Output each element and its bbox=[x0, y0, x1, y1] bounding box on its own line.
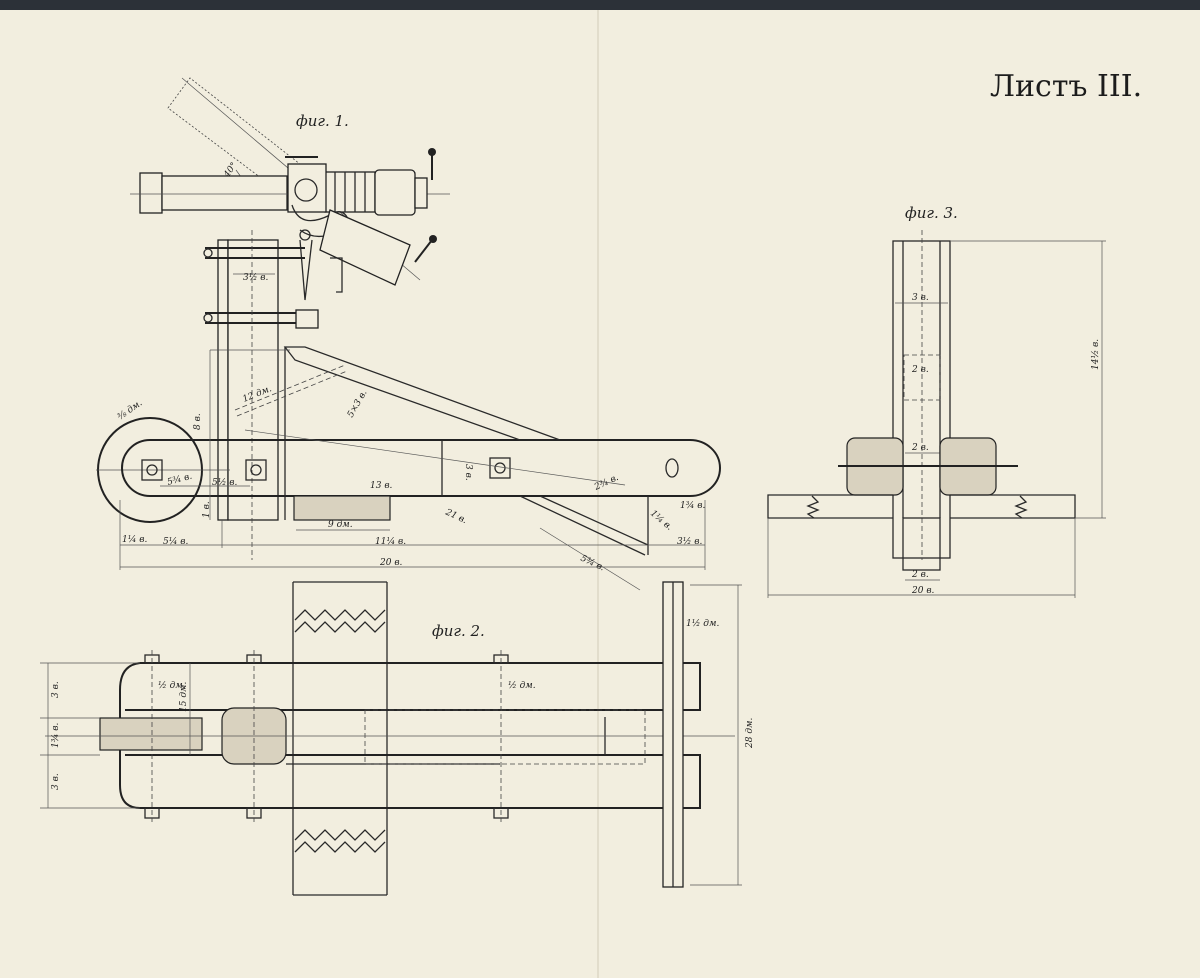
bottom-bar-label: 3 в. bbox=[51, 773, 61, 790]
fig1-dimension-lines bbox=[119, 485, 706, 591]
post-width-label: 3 в. bbox=[912, 293, 929, 303]
clamp-post bbox=[203, 230, 319, 560]
brace-low-label: 5¾ в. bbox=[579, 553, 607, 574]
wheel-radius-label: 5¾ в. bbox=[166, 471, 194, 488]
overall-label: 28 дм. bbox=[745, 718, 755, 749]
seg2-label: 11¼ в. bbox=[375, 536, 406, 547]
sheet-title: Листъ III. bbox=[990, 69, 1142, 104]
upright-label: 1½ дм. bbox=[686, 618, 719, 629]
base-beam bbox=[767, 240, 1106, 598]
beam-section bbox=[292, 581, 388, 896]
page-fold bbox=[597, 10, 599, 978]
slot-label: 2 в. bbox=[911, 365, 929, 375]
brace-end-label: 2¾ в. bbox=[592, 472, 621, 493]
wood-block bbox=[293, 495, 391, 521]
figure-1: фиг. 1. 40° bbox=[96, 77, 721, 591]
figure-2: фиг. 2. bbox=[40, 581, 755, 896]
main-bar bbox=[121, 439, 721, 497]
bolt-span-label: 13 в. bbox=[370, 481, 393, 491]
tube-assembly bbox=[130, 148, 450, 301]
block-label: 9 дм. bbox=[328, 520, 353, 530]
height-label: 14½ в. bbox=[1090, 339, 1101, 370]
left-offset-label: 1¼ в. bbox=[122, 534, 148, 545]
bar-width-label: 3 в. bbox=[463, 464, 473, 481]
half-gap-label: 5½ в. bbox=[212, 477, 238, 488]
gap-label: 2 в. bbox=[911, 443, 929, 453]
foot-label: 1 в. bbox=[202, 501, 212, 518]
fig2-caption: фиг. 2. bbox=[432, 622, 485, 640]
brace-section-label: 5×3 в. bbox=[346, 388, 370, 419]
bolt-left-label: ½ дм. bbox=[158, 680, 186, 691]
fig1-caption: фиг. 1. bbox=[296, 112, 349, 130]
scan-edge bbox=[0, 0, 1200, 10]
bolt-right-label: ½ дм. bbox=[508, 680, 536, 691]
fig3-caption: фиг. 3. bbox=[905, 204, 958, 222]
top-bar-label: 3 в. bbox=[51, 681, 61, 698]
base-label: 20 в. bbox=[911, 586, 935, 596]
post-width-label: 3½ в. bbox=[243, 272, 269, 283]
post-front bbox=[892, 230, 951, 581]
inner-label: 15 дм. bbox=[179, 682, 189, 712]
figure-3: фиг. 3. bbox=[767, 204, 1106, 598]
seg3-label: 3½ в. bbox=[677, 536, 703, 547]
height-label: 8 в. bbox=[193, 413, 203, 430]
total-label: 20 в. bbox=[379, 558, 403, 568]
wheel-label: 1¾ в. bbox=[50, 722, 61, 748]
diagonal-brace bbox=[209, 346, 649, 556]
wheel bbox=[96, 417, 230, 523]
foot-width-label: 2 в. bbox=[911, 570, 929, 580]
end-right-label: 1¼ в. bbox=[648, 508, 675, 533]
end-right2-label: 1¾ в. bbox=[680, 500, 706, 511]
wheel-plan bbox=[99, 717, 203, 751]
frame-plan bbox=[40, 581, 742, 888]
seg1-label: 5¼ в. bbox=[163, 536, 189, 547]
diagonal-label: 21 в. bbox=[443, 507, 469, 526]
